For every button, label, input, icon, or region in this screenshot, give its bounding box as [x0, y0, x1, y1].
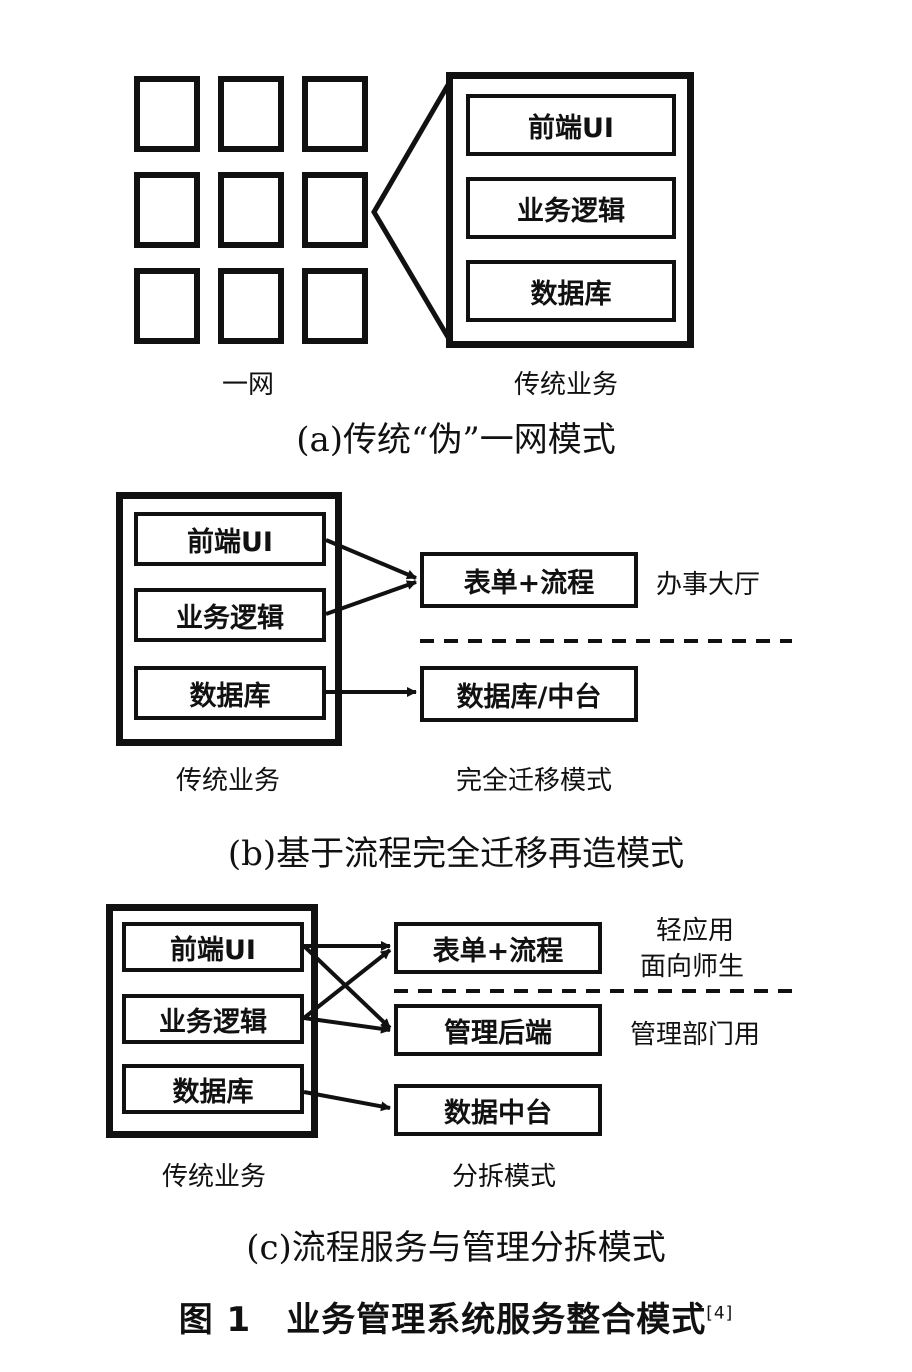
arrow-frontend-to-form: [325, 538, 417, 580]
grid-cell: [134, 76, 200, 152]
one-network-label: 一网: [222, 370, 275, 400]
b-block-form-flow: 表单+流程: [420, 552, 638, 608]
service-hall-label: 办事大厅: [656, 570, 761, 600]
b-traditional-label: 传统业务: [176, 766, 281, 796]
detail-block-frontend: 前端UI: [466, 94, 676, 156]
caption-c: (c)流程服务与管理分拆模式: [246, 1228, 666, 1268]
b-block-frontend: 前端UI: [134, 512, 326, 566]
grid-cell: [302, 268, 368, 344]
b-block-logic: 业务逻辑: [134, 588, 326, 642]
arrow-c-logic-to-backend: [303, 1016, 391, 1034]
caption-b: (b)基于流程完全迁移再造模式: [227, 834, 685, 874]
b-block-db-platform: 数据库/中台: [420, 666, 638, 722]
grid-cell: [218, 268, 284, 344]
c-block-management-backend: 管理后端: [394, 1004, 602, 1056]
c-block-form-flow: 表单+流程: [394, 922, 602, 974]
c-block-frontend: 前端UI: [122, 922, 304, 972]
grid-cell: [134, 268, 200, 344]
c-block-logic: 业务逻辑: [122, 994, 304, 1044]
detail-block-database: 数据库: [466, 260, 676, 322]
light-app-label: 轻应用: [656, 916, 735, 946]
arrow-logic-to-form: [325, 580, 417, 616]
full-migration-label: 完全迁移模式: [456, 766, 613, 796]
traditional-business-label: 传统业务: [514, 370, 619, 400]
c-block-database: 数据库: [122, 1064, 304, 1114]
figure-title: 图 1 业务管理系统服务整合模式[4]: [0, 1292, 912, 1341]
arrow-c-db-to-platform: [303, 1090, 391, 1112]
for-teachers-students-label: 面向师生: [640, 952, 745, 982]
c-block-data-platform: 数据中台: [394, 1084, 602, 1136]
figure-title-text: 图 1 业务管理系统服务整合模式: [178, 1300, 707, 1340]
split-mode-label: 分拆模式: [452, 1162, 557, 1192]
c-traditional-label: 传统业务: [162, 1162, 267, 1192]
grid-cell: [302, 76, 368, 152]
arrow-c-frontend-to-backend: [302, 944, 392, 1030]
figure-reference: [4]: [706, 1303, 734, 1324]
grid-cell: [218, 76, 284, 152]
grid-cell: [134, 172, 200, 248]
b-block-database: 数据库: [134, 666, 326, 720]
arrow-c-logic-to-form: [302, 948, 392, 1020]
grid-cell: [218, 172, 284, 248]
grid-cell: [302, 172, 368, 248]
management-dept-label: 管理部门用: [630, 1020, 761, 1050]
detail-block-logic: 业务逻辑: [466, 177, 676, 239]
caption-a: (a)传统“伪”一网模式: [296, 420, 616, 460]
